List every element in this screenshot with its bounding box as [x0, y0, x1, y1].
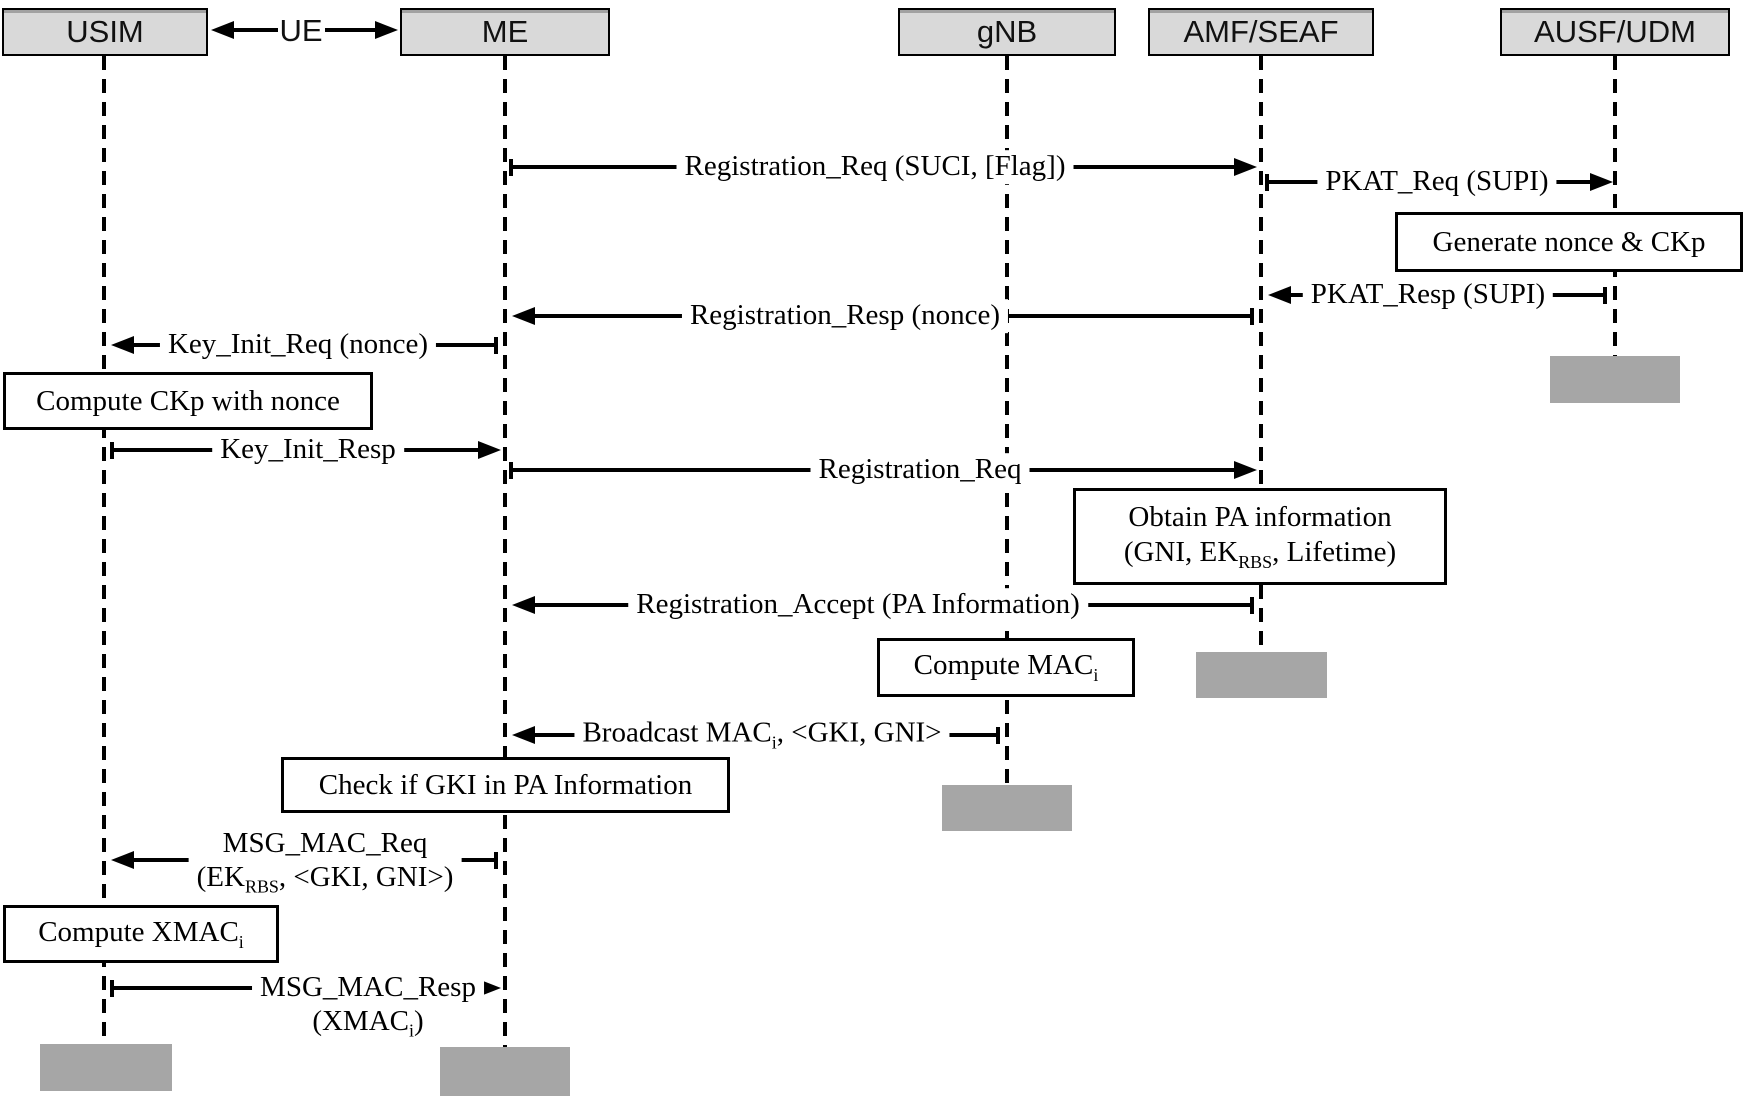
msg-text: Broadcast MACi, <GKI, GNI> [582, 716, 942, 753]
msg-text-line2: (XMACi) [312, 1004, 424, 1041]
box-text: Generate nonce & CKp [1432, 225, 1706, 258]
msg-pkat-resp-label: PKAT_Resp (SUPI) [1302, 278, 1554, 312]
actor-box-me: ME [400, 8, 610, 56]
actor-label: AUSF/UDM [1534, 14, 1696, 49]
msg-pkat-resp-source-tick [1603, 287, 1607, 304]
msg-reg-resp-label: Registration_Resp (nonce) [681, 299, 1009, 333]
actor-box-amf: AMF/SEAF [1148, 8, 1374, 56]
msg-reg-accept-label: Registration_Accept (PA Information) [628, 588, 1088, 622]
box-obtain-pa-information: Obtain PA information (GNI, EKRBS, Lifet… [1073, 488, 1447, 585]
msg-text: Registration_Resp (nonce) [689, 299, 1001, 332]
msg-broadcast-arrowhead [512, 726, 535, 744]
actor-box-gnb: gNB [898, 8, 1116, 56]
end-bar-ausf [1550, 356, 1680, 403]
msg-text: Registration_Accept (PA Information) [636, 588, 1080, 621]
box-text: Compute CKp with nonce [36, 384, 340, 417]
actor-label: ME [481, 14, 529, 49]
msg-text: Registration_Req (SUCI, [Flag]) [684, 150, 1066, 183]
actor-label: USIM [66, 14, 144, 49]
msg-reg-accept-source-tick [1250, 597, 1254, 614]
end-bar-me [440, 1047, 570, 1096]
box-text: Compute XMACi [38, 915, 244, 952]
actor-box-ausf: AUSF/UDM [1500, 8, 1730, 56]
msg-mac-resp-label: MSG_MAC_Resp (XMACi) [252, 970, 484, 1042]
msg-reg-resp-arrowhead [512, 307, 535, 325]
end-bar-amf [1196, 652, 1327, 698]
msg-key-init-req-source-tick [494, 337, 498, 354]
msg-text-line2: (EKRBS, <GKI, GNI>) [196, 860, 454, 897]
msg-text: PKAT_Resp (SUPI) [1310, 278, 1546, 311]
msg-text: Registration_Req [818, 453, 1022, 486]
ue-arrow-left-head-icon [211, 21, 234, 39]
msg-reg-accept-arrowhead [512, 596, 535, 614]
msg-key-init-resp-label: Key_Init_Resp [212, 433, 404, 467]
ue-label: UE [279, 13, 323, 48]
box-check-gki: Check if GKI in PA Information [281, 757, 730, 813]
lifeline-me [503, 56, 507, 1047]
msg-text: Key_Init_Resp [220, 433, 396, 466]
msg-text: PKAT_Req (SUPI) [1325, 165, 1549, 198]
lifeline-gnb [1005, 56, 1009, 785]
msg-key-init-req-label: Key_Init_Req (nonce) [159, 328, 437, 362]
msg-text-line1: MSG_MAC_Req [222, 826, 428, 859]
msg-mac-req-source-tick [494, 852, 498, 869]
lifeline-ausf [1613, 56, 1617, 356]
box-text-line2: (GNI, EKRBS, Lifetime) [1123, 535, 1397, 572]
lifeline-amf [1259, 56, 1263, 653]
box-compute-xmac: Compute XMACi [3, 905, 279, 963]
msg-broadcast-source-tick [996, 727, 1000, 744]
box-text: Compute MACi [913, 649, 1099, 686]
ue-arrow-right-line [325, 28, 375, 32]
ue-arrow-left-line [234, 28, 278, 32]
msg-reg-req1-arrowhead [1234, 158, 1257, 176]
msg-key-init-resp-arrowhead [478, 441, 501, 459]
msg-mac-req-arrowhead [111, 851, 134, 869]
msg-reg-req2-arrowhead [1234, 461, 1257, 479]
box-text: Check if GKI in PA Information [318, 768, 693, 801]
msg-pkat-req-arrowhead [1590, 173, 1613, 191]
box-generate-nonce-ckp: Generate nonce & CKp [1395, 212, 1743, 272]
msg-text: Key_Init_Req (nonce) [167, 328, 429, 361]
msg-pkat-req-label: PKAT_Req (SUPI) [1317, 165, 1557, 199]
box-compute-mac: Compute MACi [877, 638, 1135, 697]
actor-label: gNB [976, 14, 1038, 49]
msg-broadcast-label: Broadcast MACi, <GKI, GNI> [574, 716, 950, 754]
box-compute-ckp: Compute CKp with nonce [3, 372, 373, 430]
msg-reg-req1-label: Registration_Req (SUCI, [Flag]) [676, 150, 1074, 184]
msg-pkat-resp-arrowhead [1268, 286, 1291, 304]
msg-reg-req2-label: Registration_Req [810, 453, 1030, 487]
box-text-line1: Obtain PA information [1128, 501, 1392, 534]
msg-key-init-req-arrowhead [111, 336, 134, 354]
msg-text-line1: MSG_MAC_Resp [260, 970, 476, 1003]
actor-label: AMF/SEAF [1183, 14, 1339, 49]
end-bar-usim [40, 1044, 172, 1091]
actor-box-usim: USIM [2, 8, 208, 56]
lifeline-usim [102, 56, 106, 1047]
msg-reg-resp-source-tick [1250, 308, 1254, 325]
ue-arrow-right-head-icon [375, 21, 398, 39]
msg-mac-req-label: MSG_MAC_Req (EKRBS, <GKI, GNI>) [188, 826, 462, 898]
end-bar-gnb [942, 785, 1072, 831]
